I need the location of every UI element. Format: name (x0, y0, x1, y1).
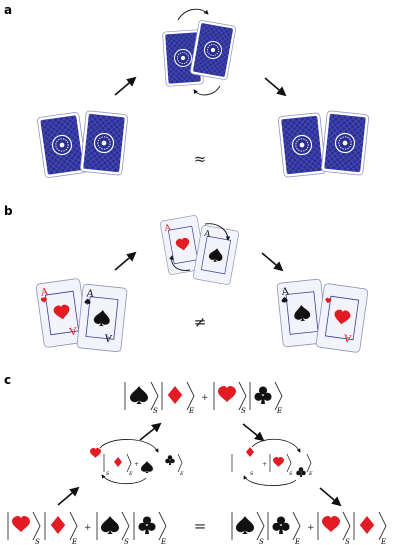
card-rank: A (280, 286, 290, 298)
arrow-down-right (261, 252, 284, 272)
club-icon (165, 455, 175, 465)
card-back (79, 110, 129, 176)
ace-of-spades-card (77, 284, 127, 352)
plus-sign: + (307, 523, 315, 533)
subscript-s: S (259, 538, 264, 545)
swap-arrow (251, 438, 301, 453)
spade-icon (130, 386, 148, 404)
heart-icon (273, 457, 284, 467)
subscript-e: E (308, 471, 313, 477)
arrow-up-right (114, 76, 137, 96)
subscript-s: S (289, 471, 293, 477)
subscript-s: S (106, 471, 110, 477)
top-ket-expression: S E + S E (124, 381, 283, 415)
subscript-e: E (71, 538, 77, 545)
subscript-s: S (241, 407, 246, 415)
panel-c-label: c (4, 373, 11, 387)
card-rank: A (343, 331, 353, 343)
arrow-down-right (319, 487, 342, 507)
diamond-icon (246, 447, 254, 457)
swap-arrow (204, 223, 231, 241)
heart-icon (12, 516, 30, 533)
subscript-s: S (124, 538, 129, 545)
bottom-right-expression: S E + S E (231, 511, 387, 545)
heart-icon (322, 516, 340, 533)
arrow-down-right (264, 77, 287, 97)
card-back (189, 19, 237, 81)
spade-icon (236, 516, 254, 534)
swap-arrow (169, 255, 191, 271)
club-icon (254, 386, 272, 404)
panel-b-top-cards: A A (160, 215, 239, 285)
plus-sign: + (201, 393, 209, 403)
swap-arrow (193, 85, 221, 96)
plus-sign: + (262, 461, 267, 468)
card-rank: A (103, 331, 113, 343)
card-rank: A (68, 324, 78, 336)
subscript-e: E (179, 471, 184, 477)
panel-b-right-cards: A A (277, 279, 368, 353)
card-back (320, 110, 370, 176)
approx-symbol: ≈ (194, 150, 207, 168)
subscript-e: E (160, 538, 166, 545)
spade-icon (141, 461, 153, 473)
panel-b-left-cards: A A A A (36, 278, 127, 352)
panel-a-left-cards (36, 110, 129, 179)
subscript-e: E (276, 407, 282, 415)
club-icon (272, 516, 290, 534)
spade-icon (101, 516, 119, 534)
swap-arrow (177, 8, 209, 21)
subscript-e: E (380, 538, 386, 545)
card-rank: A (39, 287, 49, 299)
subscript-e: E (294, 538, 300, 545)
arrow-up-right (139, 422, 162, 441)
diamond-icon (114, 457, 122, 467)
diamond-icon (359, 516, 375, 534)
subscript-e: E (128, 471, 133, 477)
club-icon (296, 467, 306, 477)
equals-sign: = (194, 517, 207, 535)
card-rank: A (85, 288, 95, 300)
subscript-s: S (345, 538, 350, 545)
plus-sign: + (134, 461, 139, 468)
middle-left-expression: S E + E (90, 439, 184, 485)
swap-arrow (101, 474, 147, 485)
arrow-up-right (57, 486, 80, 506)
card-rank: A (163, 223, 173, 234)
panel-a-label: a (4, 3, 12, 17)
subscript-s: S (153, 407, 158, 415)
bottom-left-expression: S E + S E (7, 511, 167, 545)
subscript-s: S (35, 538, 40, 545)
heart-icon (90, 448, 101, 458)
arrow-down-right (242, 423, 265, 442)
subscript-e: E (188, 407, 194, 415)
plus-sign: + (84, 523, 92, 533)
card-rank: A (202, 229, 212, 240)
heart-icon (218, 386, 236, 403)
club-icon (138, 516, 156, 534)
card-back (277, 112, 327, 178)
panel-a-right-cards (277, 110, 370, 178)
ace-of-hearts-card (316, 283, 368, 353)
card-back (36, 111, 88, 179)
diamond-icon (167, 386, 183, 404)
swap-arrow (243, 475, 297, 486)
diamond-icon (50, 516, 66, 534)
panel-b-label: b (4, 204, 13, 218)
middle-right-expression: S + S E (231, 438, 313, 486)
swap-arrow (99, 439, 159, 453)
subscript-s: S (250, 471, 254, 477)
not-equal-symbol: ≠ (194, 313, 207, 331)
panel-a-top-cards (161, 19, 237, 87)
arrow-up-right (114, 251, 137, 271)
